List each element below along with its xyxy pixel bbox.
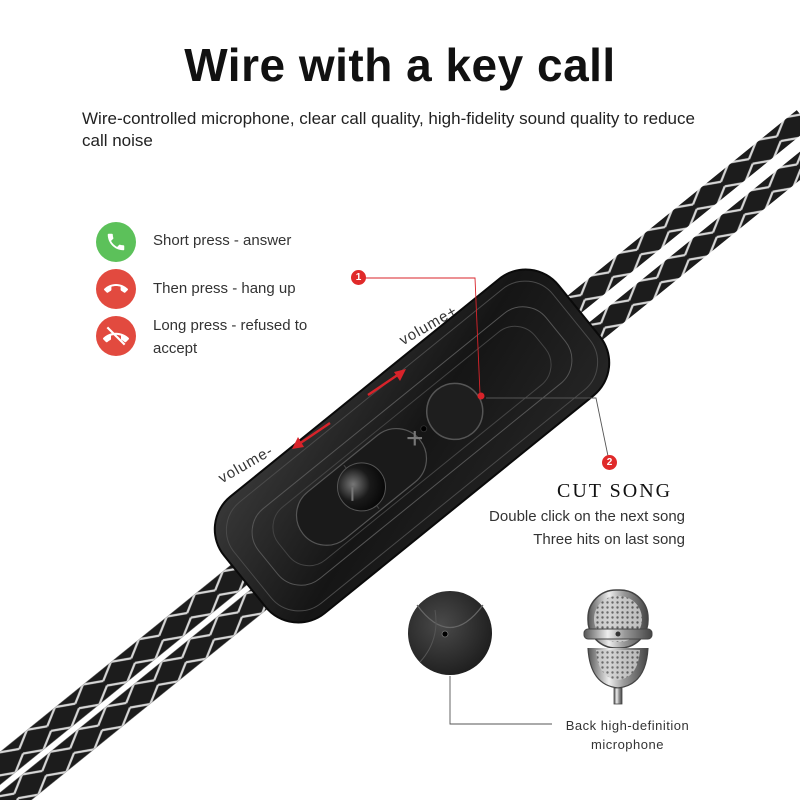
badge-2: 2 (602, 455, 617, 470)
remote-body (213, 268, 611, 624)
volume-minus-symbol: − (337, 485, 369, 503)
volume-plus-symbol: + (406, 422, 424, 455)
legend-answer-label: Short press - answer (153, 232, 292, 249)
cut-song-title: CUT SONG (557, 480, 673, 502)
badge-1: 1 (351, 270, 366, 285)
cut-song-line-1: Double click on the next song (489, 508, 685, 525)
page-title: Wire with a key call (184, 39, 616, 91)
phone-hangup-icon (96, 269, 136, 309)
mic-zoom-circle (408, 591, 552, 725)
legend-refuse-label: Long press - refused to accept (153, 317, 308, 357)
volume-up-arrow (367, 369, 406, 396)
legend-hangup-label: Then press - hang up (153, 280, 296, 297)
classic-microphone-icon (583, 589, 653, 705)
phone-refuse-icon (96, 316, 136, 356)
volume-down-arrow (292, 422, 331, 449)
phone-answer-icon (96, 222, 136, 262)
cable-lower (0, 559, 277, 800)
pointer-line-1 (365, 277, 485, 400)
pointer-line-2 (486, 397, 609, 457)
microphone-caption: Back high-definition microphone (565, 718, 690, 752)
cable-upper (548, 110, 800, 357)
cut-song-line-2: Three hits on last song (533, 531, 685, 548)
page-subtitle: Wire-controlled microphone, clear call q… (82, 109, 695, 150)
